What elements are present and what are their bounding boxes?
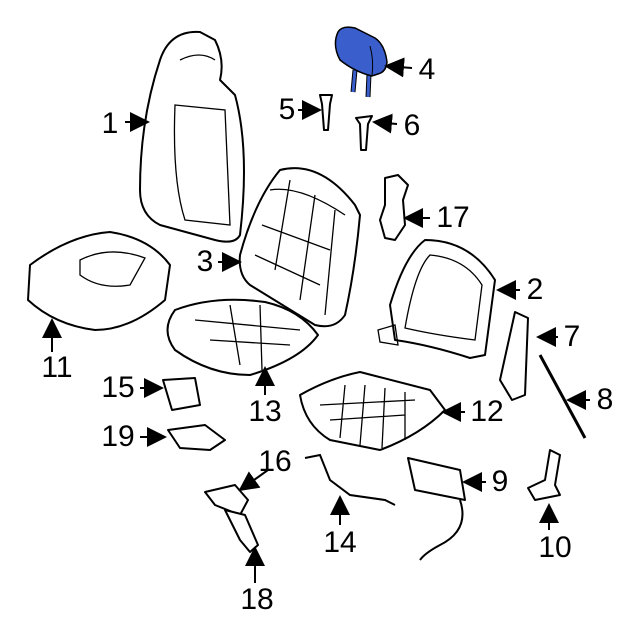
callout-17: 17 <box>436 201 470 234</box>
part-5-guide[interactable] <box>319 94 333 131</box>
part-8-cable[interactable] <box>538 354 587 439</box>
callout-7: 7 <box>563 320 581 353</box>
callout-3: 3 <box>196 245 214 278</box>
callout-13: 13 <box>248 395 282 428</box>
part-10-bracket[interactable] <box>527 449 561 501</box>
callout-2: 2 <box>526 273 544 306</box>
callout-arrows <box>42 57 590 583</box>
part-9-wiring-harness[interactable] <box>407 457 466 561</box>
part-2-seat-back-frame[interactable] <box>377 239 496 359</box>
callout-6: 6 <box>403 109 421 142</box>
part-4-headrest[interactable] <box>334 26 388 98</box>
part-11-cushion-cover[interactable] <box>27 231 171 331</box>
callout-18: 18 <box>240 583 274 616</box>
callout-8: 8 <box>596 383 614 416</box>
callout-4: 4 <box>418 53 436 86</box>
part-18-track-cover[interactable] <box>224 509 259 553</box>
part-12-cushion-frame[interactable] <box>299 371 446 451</box>
part-15-pad[interactable] <box>162 377 201 411</box>
callout-19: 19 <box>101 420 135 453</box>
callout-10: 10 <box>538 531 572 564</box>
part-1-seat-back-cover[interactable] <box>139 30 245 243</box>
part-16-side-shield[interactable] <box>204 484 249 516</box>
callout-16: 16 <box>258 445 292 478</box>
callout-11: 11 <box>41 351 73 384</box>
part-3-seat-back-pad[interactable] <box>238 167 361 328</box>
callout-15: 15 <box>101 371 135 404</box>
part-14-rod[interactable] <box>304 453 396 506</box>
part-19-pad[interactable] <box>167 424 226 451</box>
part-13-cushion-pad[interactable] <box>166 298 319 376</box>
part-17-bracket[interactable] <box>379 174 409 241</box>
callout-14: 14 <box>323 526 357 559</box>
part-6-guide[interactable] <box>355 115 373 151</box>
part-7-trim[interactable] <box>499 311 529 401</box>
callout-12: 12 <box>470 395 504 428</box>
callout-9: 9 <box>491 465 509 498</box>
callout-1: 1 <box>101 107 119 140</box>
callout-5: 5 <box>278 93 296 126</box>
